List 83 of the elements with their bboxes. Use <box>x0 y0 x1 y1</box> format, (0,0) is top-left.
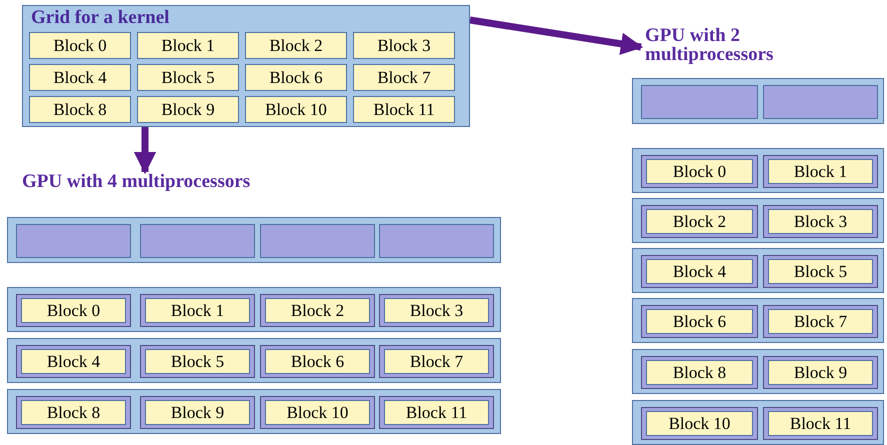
multiprocessor-empty-box <box>641 85 758 119</box>
block-slot <box>763 356 878 389</box>
block-row-empty-box <box>632 298 884 343</box>
block-box: Block 0 <box>29 32 131 59</box>
block-row-empty-box <box>632 148 884 193</box>
multiprocessor-empty-box <box>379 224 494 258</box>
block-slot <box>16 294 131 327</box>
block-box: Block 5 <box>768 259 873 284</box>
block-slot <box>260 345 375 378</box>
block-box: Block 5 <box>137 64 239 91</box>
multiprocessor-empty-box <box>763 85 878 119</box>
block-box: Block 10 <box>265 400 370 425</box>
block-slot <box>641 305 758 338</box>
arrow <box>134 127 156 174</box>
block-box: Block 7 <box>384 349 489 374</box>
block-slot <box>763 305 878 338</box>
block-box: Block 8 <box>21 400 126 425</box>
block-row-empty-box <box>7 338 501 383</box>
block-slot <box>763 155 878 188</box>
block-row-empty-box <box>632 248 884 293</box>
heading: GPU with 4 multiprocessors <box>22 172 342 194</box>
block-box: Block 3 <box>768 209 873 234</box>
block-slot <box>260 294 375 327</box>
block-box: Block 6 <box>646 309 753 334</box>
block-row-empty-box <box>632 198 884 243</box>
block-box: Block 6 <box>265 349 370 374</box>
block-box: Block 10 <box>646 411 753 436</box>
block-slot <box>641 356 758 389</box>
block-slot <box>763 407 878 440</box>
block-slot <box>379 345 494 378</box>
arrow <box>469 16 644 55</box>
block-box: Block 5 <box>145 349 250 374</box>
block-row-empty-box <box>632 349 884 394</box>
block-box: Block 4 <box>21 349 126 374</box>
panel-title: Grid for a kernel <box>31 7 170 29</box>
block-box: Block 11 <box>353 96 455 123</box>
block-box: Block 3 <box>353 32 455 59</box>
block-box: Block 3 <box>384 298 489 323</box>
block-box: Block 1 <box>145 298 250 323</box>
grid-panel <box>22 5 470 127</box>
block-box: Block 2 <box>265 298 370 323</box>
block-box: Block 4 <box>29 64 131 91</box>
block-slot <box>641 155 758 188</box>
block-slot <box>641 205 758 238</box>
block-row-empty-box <box>7 287 501 332</box>
multiprocessor-panel <box>7 217 501 263</box>
block-box: Block 7 <box>353 64 455 91</box>
block-box: Block 7 <box>768 309 873 334</box>
block-slot <box>763 255 878 288</box>
block-box: Block 0 <box>646 159 753 184</box>
multiprocessor-empty-box <box>16 224 131 258</box>
block-box: Block 10 <box>245 96 347 123</box>
multiprocessor-empty-box <box>140 224 255 258</box>
multiprocessor-empty-box <box>260 224 375 258</box>
block-box: Block 11 <box>768 411 873 436</box>
block-slot <box>140 345 255 378</box>
block-box: Block 2 <box>646 209 753 234</box>
block-box: Block 11 <box>384 400 489 425</box>
block-box: Block 6 <box>245 64 347 91</box>
block-box: Block 2 <box>245 32 347 59</box>
multiprocessor-panel <box>632 78 884 124</box>
block-slot <box>140 294 255 327</box>
block-slot <box>16 345 131 378</box>
block-box: Block 9 <box>137 96 239 123</box>
block-slot <box>379 294 494 327</box>
block-box: Block 1 <box>768 159 873 184</box>
block-slot <box>140 396 255 429</box>
block-row-empty-box <box>632 400 884 445</box>
block-slot <box>641 407 758 440</box>
block-slot <box>763 205 878 238</box>
block-slot <box>260 396 375 429</box>
block-box: Block 1 <box>137 32 239 59</box>
block-slot <box>379 396 494 429</box>
block-row-empty-box <box>7 389 501 434</box>
block-box: Block 9 <box>145 400 250 425</box>
block-box: Block 8 <box>646 360 753 385</box>
block-box: Block 0 <box>21 298 126 323</box>
block-box: Block 8 <box>29 96 131 123</box>
block-slot <box>641 255 758 288</box>
block-slot <box>16 396 131 429</box>
block-box: Block 4 <box>646 259 753 284</box>
heading: GPU with 2 multiprocessors <box>645 26 820 68</box>
block-box: Block 9 <box>768 360 873 385</box>
